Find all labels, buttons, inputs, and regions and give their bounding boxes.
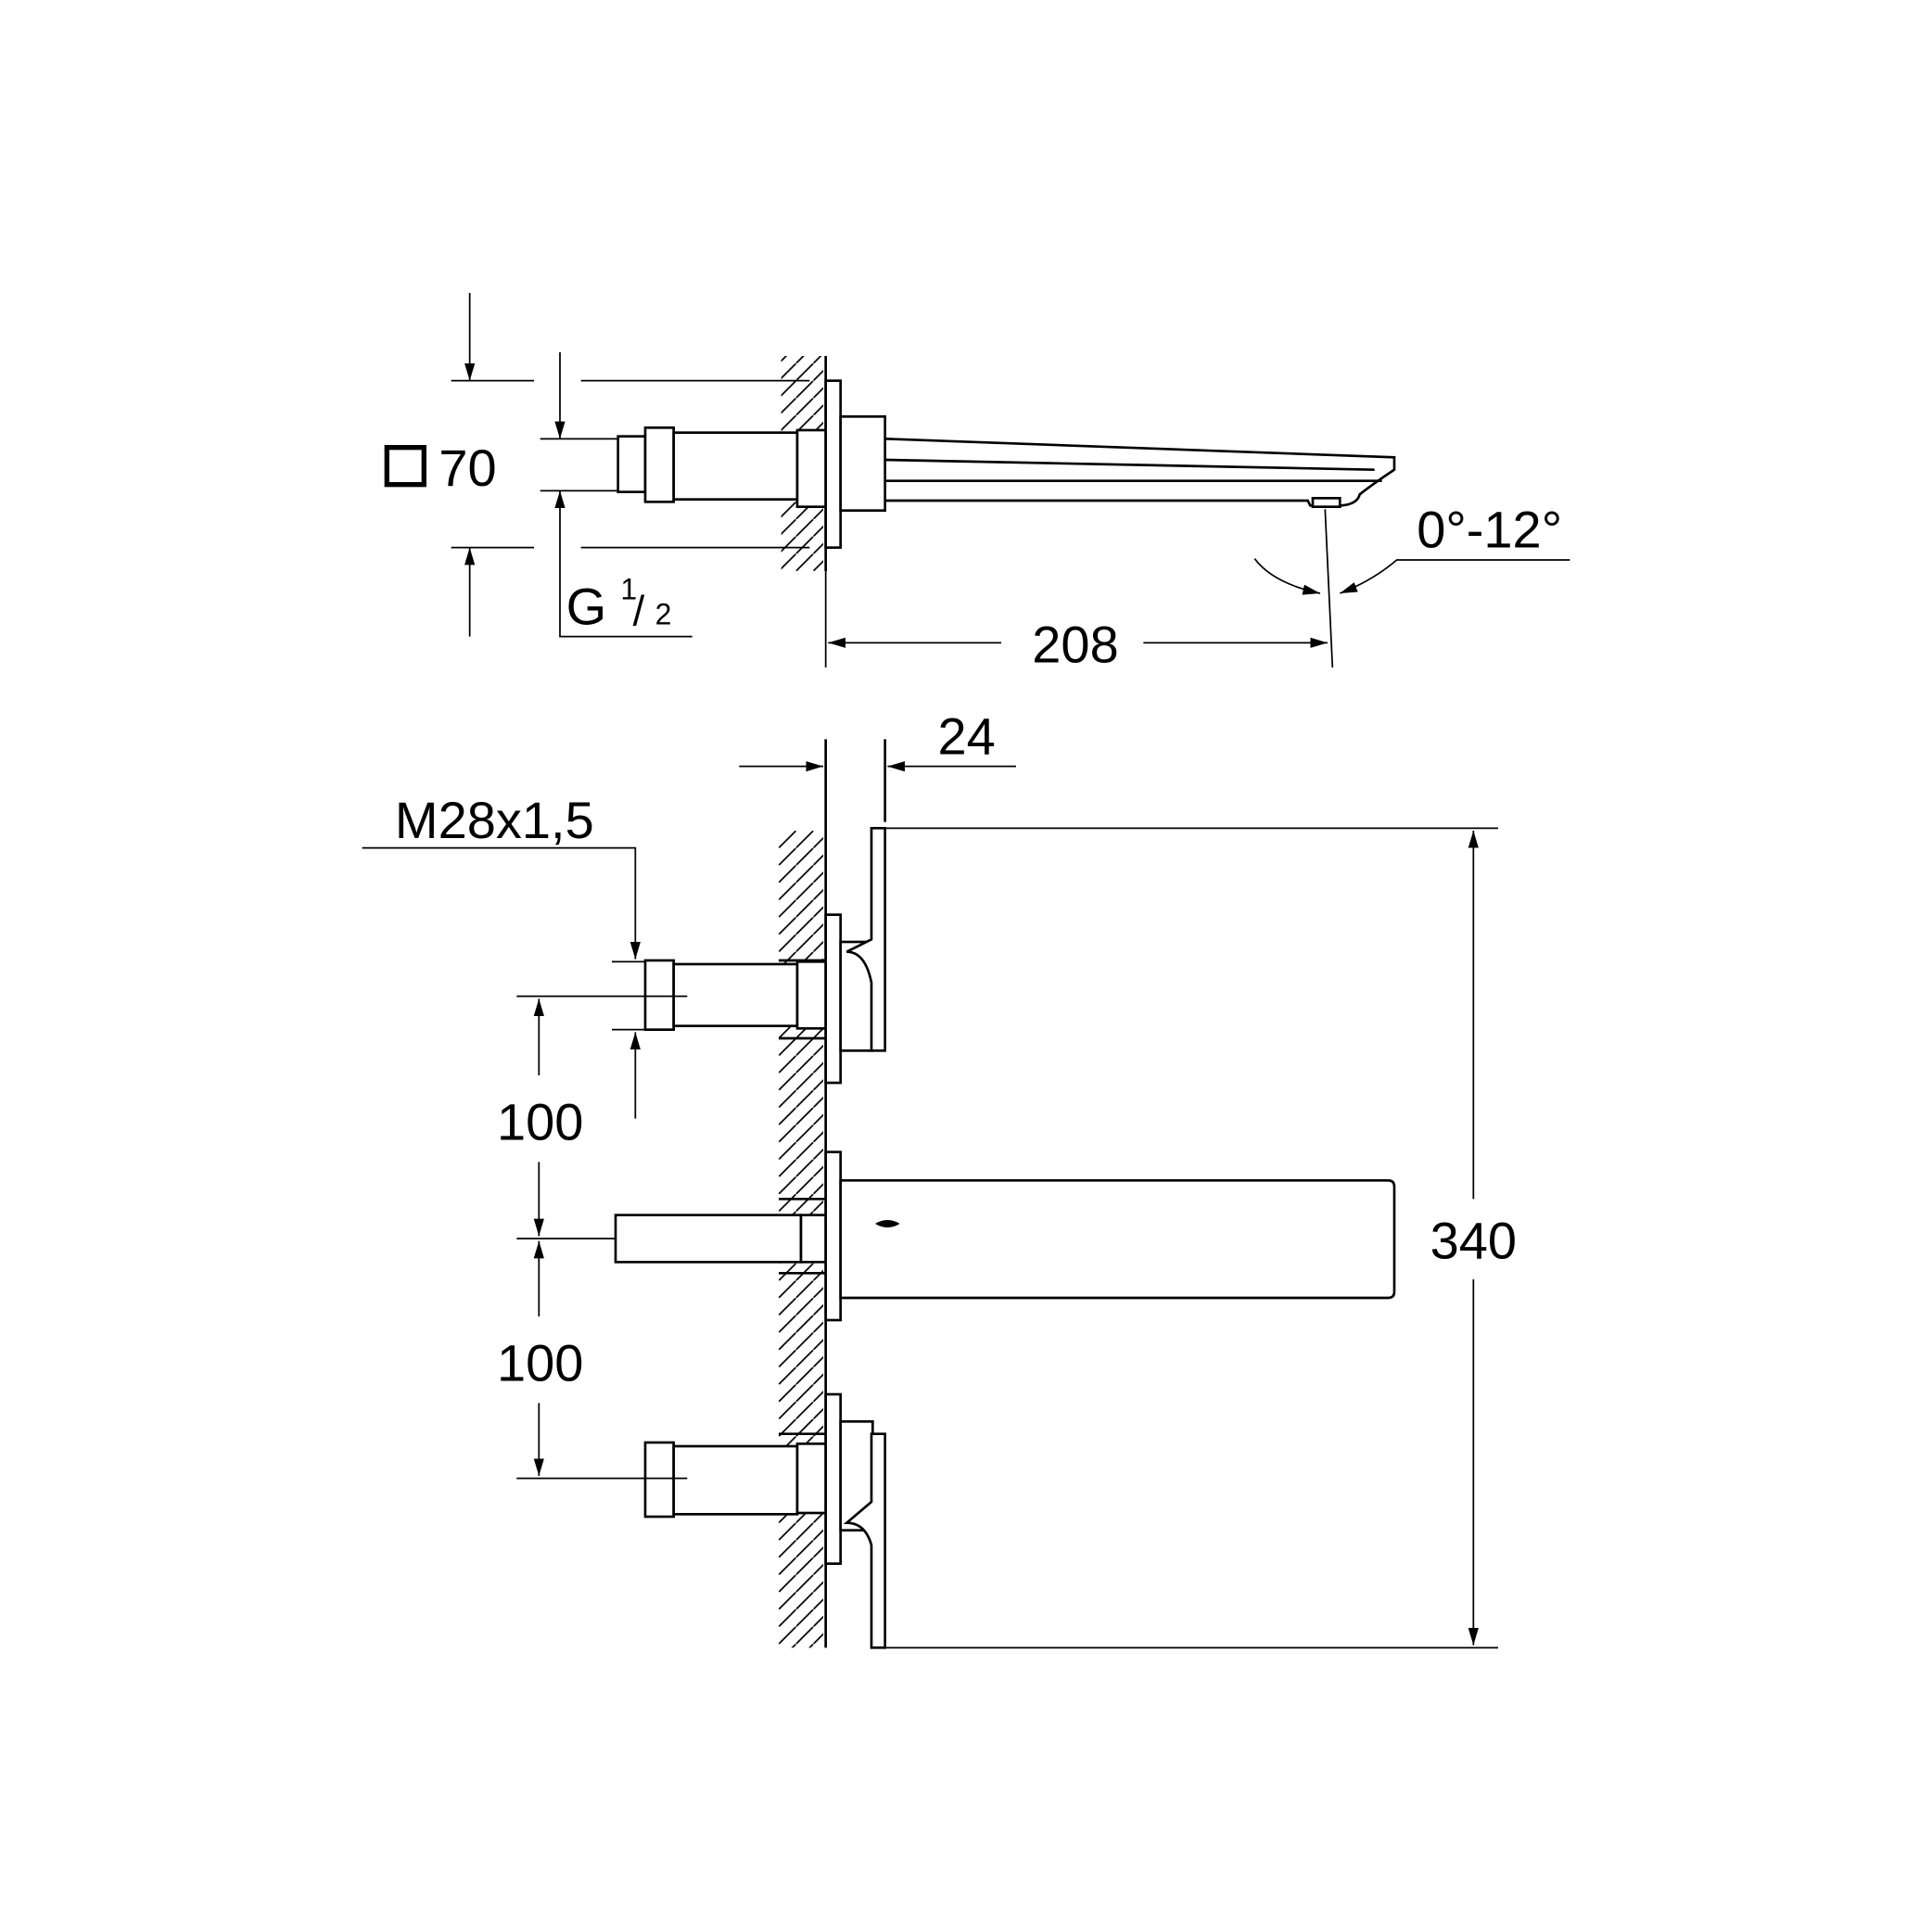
- thread-fraction-den: 2: [655, 597, 672, 630]
- handle-top: [643, 827, 886, 1085]
- square-symbol-icon: [384, 444, 426, 488]
- total-height-label: 340: [1430, 1211, 1517, 1269]
- spout-projection-label: 208: [1032, 616, 1118, 674]
- brand-logo-icon: [875, 1220, 900, 1227]
- spacing-lower-label: 100: [497, 1333, 583, 1392]
- spout-front: [614, 1150, 1396, 1322]
- valve-body: [672, 431, 799, 501]
- wall-plate: [824, 379, 842, 549]
- spout-edge: [884, 458, 1375, 471]
- handle-bottom: [643, 1392, 886, 1649]
- valve-thread-label: M28x1,5: [395, 791, 594, 849]
- inlet-nut: [643, 426, 675, 503]
- plate-depth-label: 24: [938, 706, 996, 765]
- thread-fraction-num: 1: [620, 573, 637, 606]
- tilt-angle-label: 0°-12°: [1417, 501, 1562, 559]
- square-size-label: 70: [439, 439, 496, 497]
- spout: [884, 438, 1396, 507]
- angle-arrow: [1253, 558, 1321, 595]
- thread-label: G: [566, 577, 607, 635]
- spout-base: [839, 415, 886, 512]
- thread-leader: [554, 490, 693, 638]
- aerator: [1311, 497, 1341, 508]
- fraction-slash: /: [633, 588, 645, 635]
- collar: [795, 428, 827, 508]
- spacing-upper-label: 100: [497, 1092, 583, 1150]
- side-view: 70 G 1 / 2 208 0°-12°: [384, 293, 1570, 674]
- inlet-stub: [616, 435, 647, 493]
- front-view: 24 M: [362, 706, 1517, 1649]
- angle-leader: [1340, 559, 1570, 594]
